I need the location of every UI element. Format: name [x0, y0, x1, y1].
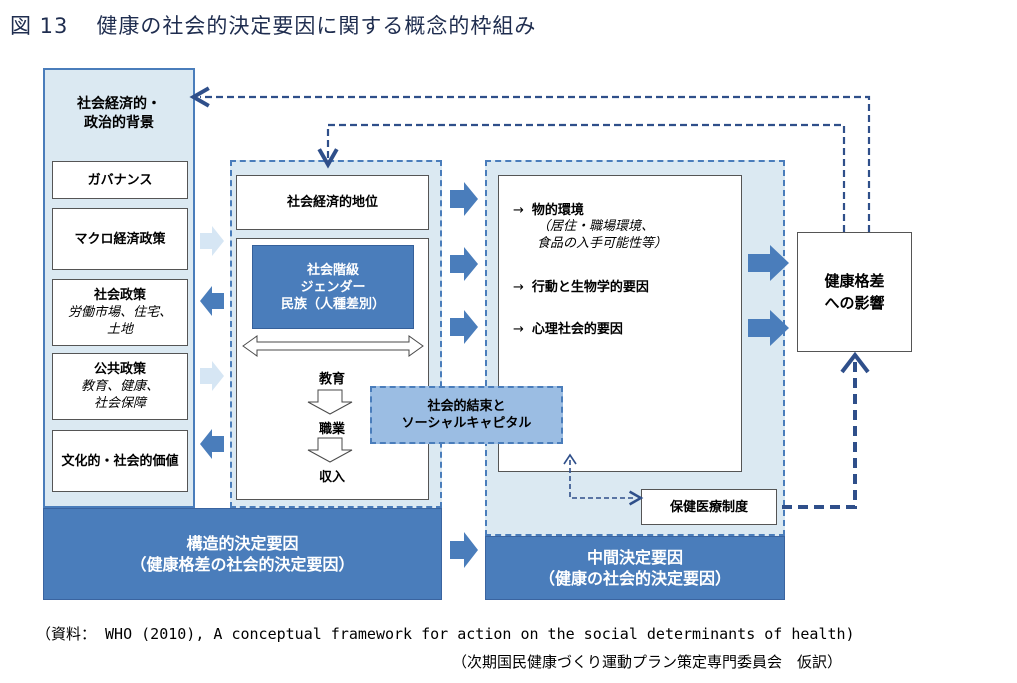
context-item-social-policy: 社会政策 労働市場、住宅、 土地 [52, 279, 188, 346]
behavioral-biological: → 行動と生物学的要因 [513, 276, 738, 295]
flow-income: 収入 [318, 470, 345, 485]
health-system-label: 保健医療制度 [669, 499, 748, 515]
structural-determinants-line1: 構造的決定要因 [186, 534, 299, 553]
outcome-line1: 健康格差 [824, 272, 885, 290]
context-item-label: ガバナンス [87, 172, 153, 188]
context-header-line2: 政治的背景 [84, 115, 154, 131]
psychosocial-label: 心理社会的要因 [531, 322, 623, 337]
arrow-to-social-policy [200, 286, 224, 316]
down-arrow-occupation [307, 437, 353, 463]
arrow-bottom-struct-to-int [450, 532, 478, 568]
strata-box: 社会階級 ジェンダー 民族（人種差別） [252, 245, 414, 329]
arrow-glyph-icon: → [513, 203, 524, 218]
outcome-line2: への影響 [824, 294, 885, 312]
arrow-int-to-outcome-1 [748, 245, 789, 281]
context-item-label: 社会政策 [93, 288, 146, 303]
feedback-inner-dashed [317, 123, 846, 232]
behavioral-label: 行動と生物学的要因 [531, 280, 649, 295]
social-cohesion-box: 社会的結束と ソーシャルキャピタル [370, 386, 563, 444]
source-caption: （資料： WHO (2010), A conceptual framework … [36, 625, 855, 643]
arrow-struct-to-int-3 [450, 310, 478, 344]
strata-ethnicity: 民族（人種差別） [280, 296, 385, 312]
socioeconomic-position-label: 社会経済的地位 [286, 195, 378, 210]
context-item-sub: 土地 [106, 322, 133, 337]
cohesion-health-dashed [569, 460, 644, 506]
health-system-to-outcome-dashed [782, 360, 857, 509]
structural-determinants-line2: （健康格差の社会的決定要因） [130, 555, 355, 574]
pale-arrow-macro [200, 226, 224, 256]
material-circumstances: → 物的環境 （居住・職場環境、 食品の入手可能性等） [513, 199, 738, 252]
arrow-struct-to-int-1 [450, 182, 478, 216]
context-item-macro: マクロ経済政策 [52, 208, 188, 270]
material-sub: （居住・職場環境、 [537, 219, 655, 234]
context-item-sub: 労働市場、住宅、 [67, 305, 172, 320]
feedback-outer-dashed [189, 86, 871, 232]
arrow-to-values [200, 429, 224, 459]
social-cohesion-line1: 社会的結束と [427, 399, 506, 414]
context-item-values: 文化的・社会的価値 [52, 430, 188, 492]
arrow-struct-to-int-2 [450, 247, 478, 281]
context-item-label: 文化的・社会的価値 [61, 453, 179, 469]
context-item-sub: 社会保障 [93, 396, 146, 411]
flow-education: 教育 [318, 372, 345, 387]
context-header-line1: 社会経済的・ [77, 96, 161, 112]
outcome-box: 健康格差 への影響 [797, 232, 912, 352]
context-item-public-policy: 公共政策 教育、健康、 社会保障 [52, 353, 188, 420]
arrow-glyph-icon: → [513, 322, 524, 337]
intermediary-determinants-line1: 中間決定要因 [586, 548, 683, 567]
health-system-box: 保健医療制度 [641, 489, 777, 525]
health-system-to-outcome-head [840, 351, 870, 374]
down-arrow-education [307, 389, 353, 415]
figure-number: 図 13 [10, 14, 69, 38]
figure-title: 図 13 健康の社会的決定要因に関する概念的枠組み [10, 10, 536, 40]
strata-gender: ジェンダー [300, 279, 366, 295]
pale-arrow-public-policy [200, 361, 224, 391]
context-header: 社会経済的・ 政治的背景 [45, 95, 193, 133]
arrow-glyph-icon: → [513, 280, 524, 295]
figure-title-text: 健康の社会的決定要因に関する概念的枠組み [96, 14, 537, 38]
context-item-governance: ガバナンス [52, 161, 188, 199]
material-label: 物的環境 [531, 203, 584, 218]
material-sub: 食品の入手可能性等） [537, 236, 668, 251]
arrow-int-to-outcome-2 [748, 310, 789, 346]
social-cohesion-line2: ソーシャルキャピタル [401, 416, 532, 431]
double-arrow-strata [242, 335, 424, 357]
context-item-sub: 教育、健康、 [80, 379, 159, 394]
context-item-label: マクロ経済政策 [74, 231, 166, 247]
socioeconomic-position-box: 社会経済的地位 [236, 175, 429, 230]
cohesion-health-head [563, 453, 577, 465]
intermediary-determinants-line2: （健康の社会的決定要因） [538, 569, 731, 588]
strata-class: 社会階級 [306, 262, 359, 278]
structural-determinants-label: 構造的決定要因 （健康格差の社会的決定要因） [43, 508, 442, 600]
intermediary-determinants-label: 中間決定要因 （健康の社会的決定要因） [485, 536, 785, 600]
flow-occupation: 職業 [318, 422, 345, 437]
context-item-label: 公共政策 [93, 362, 146, 377]
psychosocial: → 心理社会的要因 [513, 318, 738, 337]
translation-caption: （次期国民健康づくり運動プラン策定専門委員会 仮訳） [452, 653, 843, 671]
